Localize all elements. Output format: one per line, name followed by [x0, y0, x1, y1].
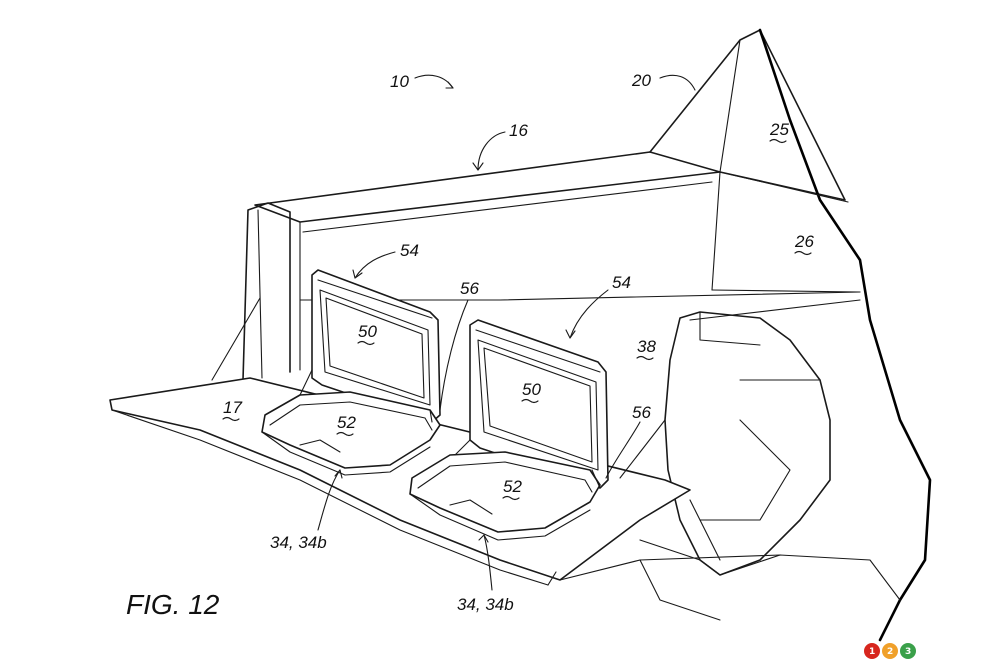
badge-1-text: 1	[869, 647, 875, 657]
label-26: 26	[794, 232, 814, 251]
leader-10	[415, 75, 453, 88]
cab-rear-window	[650, 30, 845, 200]
label-56-right: 56	[632, 403, 651, 422]
label-56-left: 56	[460, 279, 479, 298]
label-54-left: 54	[400, 241, 419, 260]
label-50-right: 50	[522, 380, 541, 399]
label-17: 17	[223, 398, 242, 417]
figure-caption: FIG. 12	[126, 589, 220, 620]
label-50-left: 50	[358, 322, 377, 341]
label-54-right: 54	[612, 273, 631, 292]
label-38: 38	[637, 337, 656, 356]
seat-left	[262, 270, 440, 475]
label-34-left: 34, 34b	[270, 533, 327, 552]
badge-3-text: 3	[905, 647, 911, 657]
leader-20	[660, 75, 695, 90]
bumper	[560, 555, 900, 620]
label-52-right: 52	[503, 477, 522, 496]
label-16: 16	[509, 121, 528, 140]
badge-2-text: 2	[887, 647, 893, 657]
bed-side-wall	[690, 30, 930, 640]
leader-56a	[440, 300, 468, 410]
label-52-left: 52	[337, 413, 356, 432]
label-34-right: 34, 34b	[457, 595, 514, 614]
label-20: 20	[631, 71, 651, 90]
tail-light-pillar	[640, 312, 830, 575]
label-10: 10	[390, 72, 409, 91]
watermark-logo: 1 2 3	[864, 643, 916, 659]
label-25: 25	[769, 120, 789, 139]
